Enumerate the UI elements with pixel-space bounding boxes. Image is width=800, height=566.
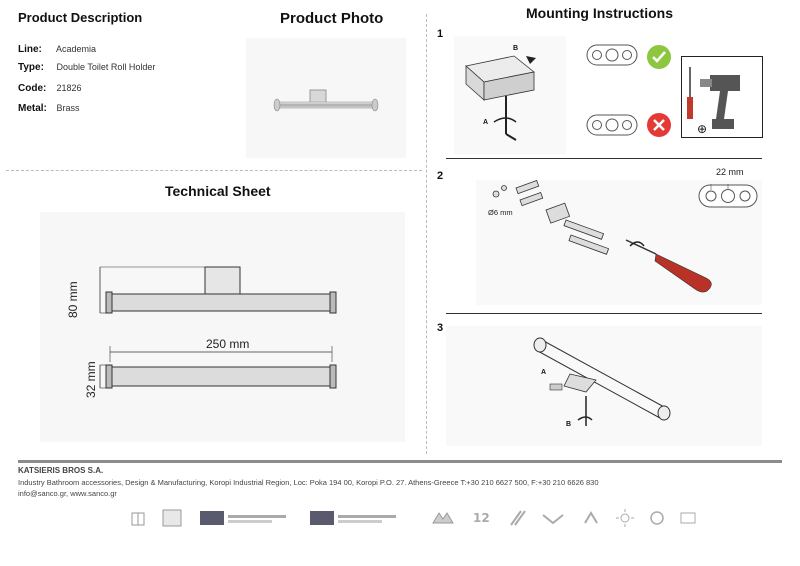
company-contact: info@sanco.gr, www.sanco.gr <box>18 489 117 498</box>
dim-length-label: 250 mm <box>206 337 250 351</box>
brush-icon <box>506 508 528 528</box>
assembly-icon <box>533 337 671 426</box>
spec-line: Line: Academia <box>18 44 96 55</box>
step-1-bracket-illustration <box>454 36 566 154</box>
spec-line-label: Line: <box>18 44 42 55</box>
sun-icon <box>614 508 636 528</box>
footer-divider <box>18 460 782 463</box>
technical-drawing <box>40 212 405 442</box>
iso-9001-badge <box>200 508 290 528</box>
step-2-number: 2 <box>437 170 444 182</box>
step-3-letter-a: A <box>541 369 547 376</box>
spacing-label: 22 mm <box>716 167 744 177</box>
step-1-letter-a: A <box>483 119 489 126</box>
spec-metal-value: Brass <box>56 103 80 113</box>
iso-14001-badge <box>310 508 400 528</box>
left-divider <box>6 170 422 171</box>
spec-code: Code: 21826 <box>18 83 82 94</box>
spec-code-value: 21826 <box>56 83 82 93</box>
step-3-number: 3 <box>437 322 444 334</box>
bracket-icon <box>465 55 536 141</box>
warranty-12-icon: 12 <box>470 508 494 528</box>
spec-code-label: Code: <box>18 83 47 94</box>
hole-template-wrong <box>586 114 638 136</box>
step-2-divider <box>446 313 762 314</box>
spec-type: Type: Double Toilet Roll Holder <box>18 62 155 73</box>
center-divider <box>426 14 427 454</box>
resistant-icon <box>540 508 566 528</box>
scratch-icon <box>646 508 668 528</box>
product-photo <box>246 38 406 158</box>
company-name: KATSIERIS BROS S.A. <box>18 466 104 475</box>
spec-type-label: Type: <box>18 62 44 73</box>
roll-holder-photo <box>273 89 379 112</box>
step-1-divider <box>446 158 762 159</box>
spec-line-value: Academia <box>56 44 97 54</box>
greek-product-icon <box>430 508 456 528</box>
step-1-number: 1 <box>437 28 444 40</box>
screws-icon <box>492 179 712 293</box>
dim-depth-label: 32 mm <box>84 361 98 398</box>
hole-template-correct <box>586 44 638 66</box>
product-description-heading: Product Description <box>18 10 143 25</box>
company-address: Industry Bathroom accessories, Design & … <box>18 478 599 487</box>
mounting-instructions-heading: Mounting Instructions <box>526 5 673 21</box>
dimension-drawing <box>99 266 337 389</box>
svg-text:⊕: ⊕ <box>697 122 707 136</box>
spec-type-value: Double Toilet Roll Holder <box>56 62 156 72</box>
svg-text:12: 12 <box>473 511 490 525</box>
technical-sheet-heading: Technical Sheet <box>165 183 271 199</box>
spec-metal-label: Metal: <box>18 103 47 114</box>
step-3-letter-b: B <box>566 421 572 428</box>
cross-icon <box>647 113 671 137</box>
screw-diameter-label: Ø6 mm <box>488 208 513 217</box>
eco-icon <box>580 508 602 528</box>
drill-icon: ⊕ <box>687 67 740 136</box>
spec-metal: Metal: Brass <box>18 103 80 114</box>
hotels-icon <box>128 508 148 528</box>
step-3-assembly-illustration <box>446 326 762 446</box>
recycle-100-icon <box>160 508 184 528</box>
product-photo-heading: Product Photo <box>280 10 384 27</box>
tools-box: ⊕ <box>681 56 763 138</box>
spacing-template <box>698 184 758 208</box>
dim-height-label: 80 mm <box>66 281 80 318</box>
check-icon <box>647 45 671 69</box>
step-1-letter-b: B <box>513 45 519 52</box>
mirror-icon <box>676 508 700 528</box>
